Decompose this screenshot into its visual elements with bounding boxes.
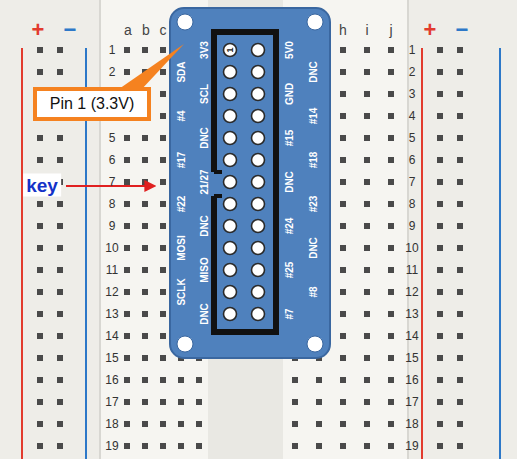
row-number: 4 bbox=[409, 110, 416, 122]
power-rail-line bbox=[21, 48, 23, 459]
rail-sign: + bbox=[32, 19, 45, 41]
row-number: 19 bbox=[405, 440, 418, 452]
pin-label: #15 bbox=[285, 130, 295, 147]
row-number: 17 bbox=[105, 396, 118, 408]
center-channel bbox=[208, 0, 283, 459]
mounting-hole bbox=[307, 14, 323, 30]
row-number: 18 bbox=[405, 418, 418, 430]
row-number: 10 bbox=[405, 242, 418, 254]
pin-label: #17 bbox=[177, 152, 187, 169]
column-letter: i bbox=[365, 23, 368, 37]
rail-sign: + bbox=[424, 19, 437, 41]
pin-label: #25 bbox=[285, 262, 295, 279]
pin-label: DNC bbox=[285, 171, 295, 193]
pin-label: 5V0 bbox=[285, 41, 295, 59]
pin-label: #7 bbox=[285, 308, 295, 319]
row-number: 8 bbox=[409, 198, 416, 210]
row-number: 7 bbox=[109, 176, 116, 188]
pin-label: MISO bbox=[200, 257, 210, 283]
row-number: 17 bbox=[405, 396, 418, 408]
pin-number: 1 bbox=[226, 47, 235, 52]
row-number: 2 bbox=[409, 66, 416, 78]
mounting-hole bbox=[307, 336, 323, 352]
row-number: 14 bbox=[105, 330, 118, 342]
pin-label: #4 bbox=[177, 110, 187, 121]
row-number: 13 bbox=[105, 308, 118, 320]
row-number: 12 bbox=[105, 286, 118, 298]
header-pins bbox=[216, 39, 272, 325]
pin-label: DNC bbox=[309, 61, 319, 83]
pin-label: SDA bbox=[177, 61, 187, 82]
row-number: 14 bbox=[405, 330, 418, 342]
row-number: 12 bbox=[405, 286, 418, 298]
terminal-area bbox=[100, 0, 408, 459]
row-number: 3 bbox=[409, 88, 416, 100]
column-letter: j bbox=[389, 23, 392, 37]
pin-label: 21/27 bbox=[200, 169, 210, 194]
row-number: 2 bbox=[109, 66, 116, 78]
pin-label: #14 bbox=[309, 108, 319, 125]
column-letter: a bbox=[124, 23, 132, 37]
pin-label: SCLK bbox=[177, 278, 187, 305]
column-letter: b bbox=[142, 23, 150, 37]
pin-label: DNC bbox=[309, 237, 319, 259]
rail-divider bbox=[99, 0, 101, 459]
pin-label: #24 bbox=[285, 218, 295, 235]
row-number: 6 bbox=[409, 154, 416, 166]
row-number: 9 bbox=[109, 220, 116, 232]
row-number: 11 bbox=[106, 264, 118, 276]
row-number: 18 bbox=[105, 418, 118, 430]
row-number: 5 bbox=[109, 132, 116, 144]
row-number: 1 bbox=[409, 44, 416, 56]
pin-label: MOSI bbox=[177, 235, 187, 261]
pin-label: DNC bbox=[200, 215, 210, 237]
row-number: 15 bbox=[105, 352, 118, 364]
row-number: 16 bbox=[405, 374, 418, 386]
row-number: 11 bbox=[406, 264, 418, 276]
row-number: 7 bbox=[409, 176, 416, 188]
mounting-hole bbox=[177, 14, 193, 30]
row-number: 16 bbox=[105, 374, 118, 386]
ground-rail-line bbox=[499, 48, 501, 459]
pin-label: GND bbox=[285, 83, 295, 105]
key-label: key bbox=[23, 174, 61, 197]
header-shroud bbox=[214, 32, 276, 332]
callout-pointer bbox=[116, 44, 184, 91]
callout-text: Pin 1 (3.3V) bbox=[50, 95, 134, 113]
pin-label: DNC bbox=[200, 303, 210, 325]
row-number: 5 bbox=[409, 132, 416, 144]
pin-label: #22 bbox=[177, 196, 187, 213]
mounting-hole bbox=[177, 336, 193, 352]
pin-label: DNC bbox=[200, 127, 210, 149]
row-number: 10 bbox=[105, 242, 118, 254]
rail-holes bbox=[430, 39, 470, 459]
column-letter: h bbox=[339, 23, 347, 37]
column-letter: c bbox=[160, 23, 167, 37]
row-number: 1 bbox=[109, 44, 116, 56]
rail-sign: − bbox=[64, 19, 77, 41]
pin-label: #18 bbox=[309, 152, 319, 169]
row-number: 15 bbox=[405, 352, 418, 364]
row-number: 9 bbox=[409, 220, 416, 232]
pin-label: SCL bbox=[200, 84, 210, 104]
power-rail-line bbox=[421, 48, 423, 459]
row-number: 19 bbox=[105, 440, 118, 452]
rail-sign: − bbox=[456, 19, 469, 41]
callout-box: Pin 1 (3.3V) bbox=[33, 87, 151, 121]
pin-label: #23 bbox=[309, 196, 319, 213]
pin-label: 3V3 bbox=[200, 41, 210, 59]
row-number: 13 bbox=[405, 308, 418, 320]
pin-label: #8 bbox=[309, 286, 319, 297]
row-number: 8 bbox=[109, 198, 116, 210]
row-number: 6 bbox=[109, 154, 116, 166]
breakout-board bbox=[170, 8, 330, 358]
